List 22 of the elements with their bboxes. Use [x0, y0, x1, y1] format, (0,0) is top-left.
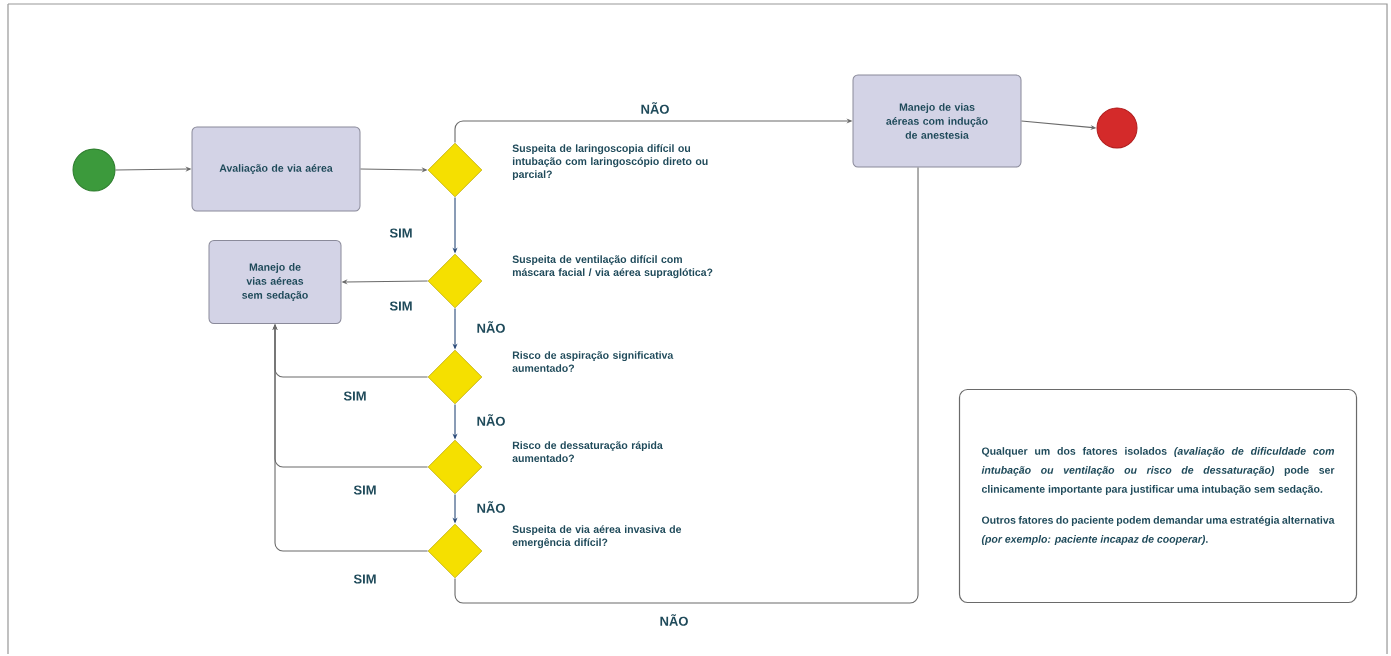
- edge-label: SIM: [352, 573, 378, 585]
- question-text: Risco de aspiração significativa aumentado?: [512, 351, 674, 372]
- edge-label: NÃO: [639, 101, 671, 115]
- edge-label: NÃO: [475, 500, 507, 514]
- process-box: Manejo de vias aéreas com indução de anestesia: [852, 74, 1022, 168]
- process-box: Manejo de vias aéreas sem sedação: [208, 240, 342, 324]
- question-text: Suspeita de laringoscopia difícil ou intubação com laringoscópio direto ou parcial?: [512, 144, 708, 181]
- question-text: Risco de dessaturação rápida aumentado?: [512, 441, 663, 462]
- edge-label: SIM: [352, 484, 378, 496]
- edge-label: SIM: [388, 300, 414, 312]
- edge-label: NÃO: [658, 613, 690, 627]
- edge-label: SIM: [342, 390, 368, 402]
- question-text: Suspeita de via aérea invasiva de emergência difícil?: [512, 525, 682, 549]
- question-text: Suspeita de ventilação difícil com máscara facial / via aérea supraglótica?: [512, 255, 713, 279]
- note-box: Qualquer um dos fatores isolados (avaliação de dificuldade com intubação ou ventilação ou risco de dessaturação) pode ser clinicamente importante para justificar uma intubação sem sedação. Outros fatores do paciente podem demandar uma estratégia alternativa (por exemplo: paciente incapaz de cooperar).: [958, 388, 1358, 604]
- end-circle: [1096, 107, 1138, 149]
- process-box: Avaliação de via aérea: [191, 126, 361, 212]
- start-circle: [72, 148, 116, 192]
- arrow: [272, 324, 429, 552]
- edge-label: NÃO: [475, 413, 507, 427]
- edge-label: SIM: [388, 227, 414, 239]
- edge-label: NÃO: [475, 320, 507, 334]
